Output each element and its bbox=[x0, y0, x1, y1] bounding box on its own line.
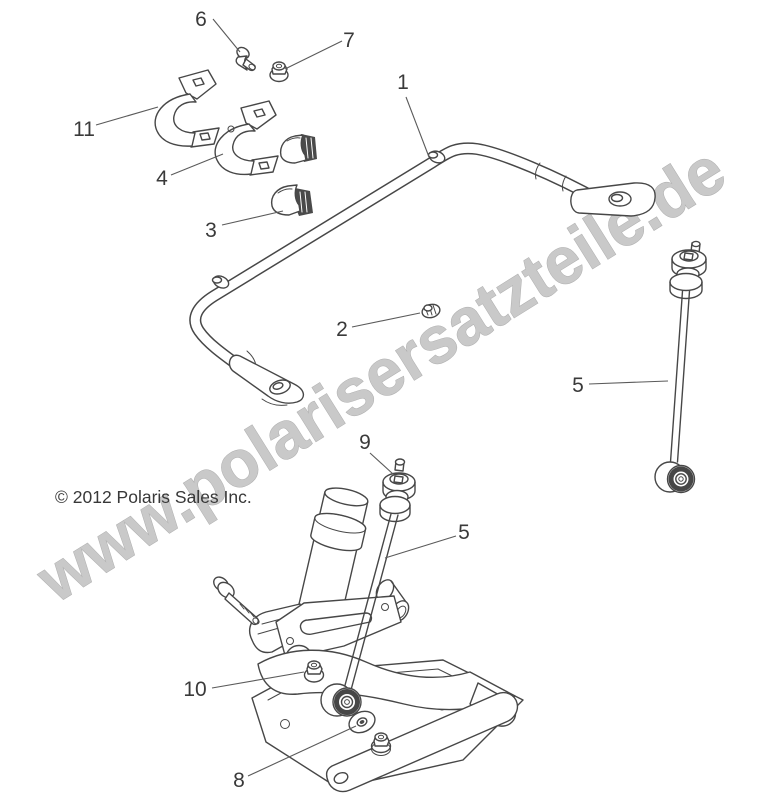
set-screw-2 bbox=[421, 303, 441, 319]
callout-10: 10 bbox=[183, 678, 206, 701]
callout-2: 2 bbox=[336, 318, 348, 341]
nut-10 bbox=[303, 660, 325, 683]
bushing-clamp-lower bbox=[270, 184, 313, 216]
bushing-clamp-upper bbox=[279, 134, 317, 164]
stabilizer-link-bottom bbox=[320, 458, 416, 717]
flange-nut-bottom bbox=[370, 732, 392, 756]
callout-5-bottom: 5 bbox=[458, 521, 470, 544]
callout-8: 8 bbox=[233, 769, 245, 792]
callout-9: 9 bbox=[359, 431, 371, 454]
callout-11: 11 bbox=[73, 118, 95, 141]
bushing-bracket-4 bbox=[214, 100, 279, 176]
callouts: 6 7 11 4 3 1 2 5 9 5 10 8 bbox=[73, 8, 669, 792]
bolt-6 bbox=[235, 46, 256, 72]
callout-5-right: 5 bbox=[572, 374, 584, 397]
stabilizer-link-right bbox=[654, 240, 707, 494]
callout-1: 1 bbox=[397, 71, 409, 94]
stabilizer-bar bbox=[189, 142, 656, 406]
bushing-bracket-11 bbox=[154, 69, 220, 148]
trailing-arm bbox=[248, 579, 524, 793]
callout-3: 3 bbox=[205, 219, 217, 242]
washer-8 bbox=[348, 710, 376, 734]
callout-7: 7 bbox=[343, 29, 355, 52]
flange-nut-7 bbox=[269, 61, 289, 83]
copyright-text: © 2012 Polaris Sales Inc. bbox=[55, 487, 252, 507]
callout-6: 6 bbox=[195, 8, 207, 31]
bar-stud-left bbox=[211, 275, 230, 289]
bolt-lower bbox=[213, 576, 260, 626]
callout-4: 4 bbox=[156, 167, 168, 190]
